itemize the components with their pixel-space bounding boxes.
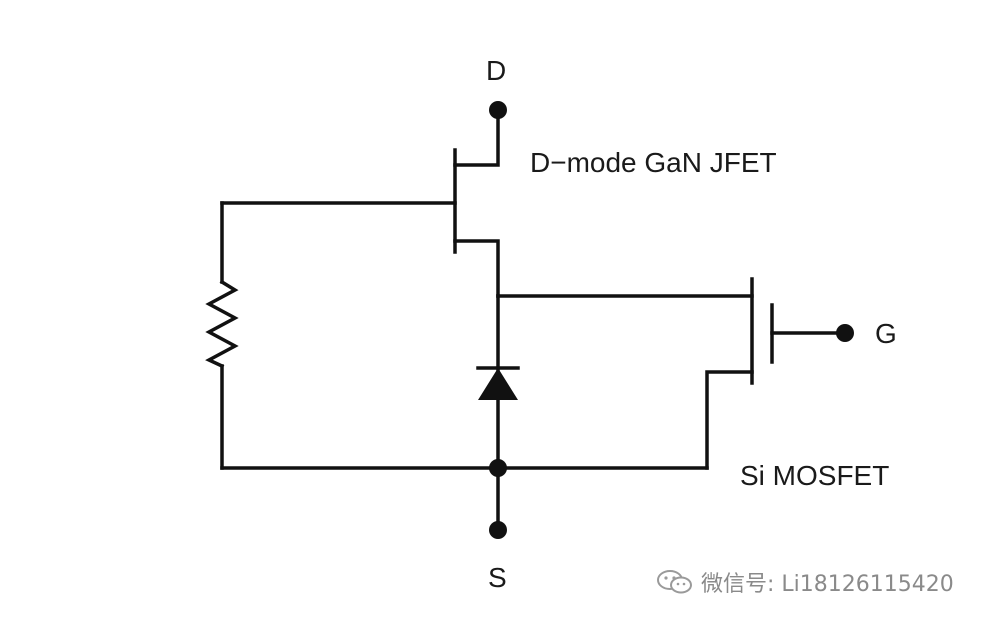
source-terminal <box>489 521 507 539</box>
gate-label: G <box>875 318 897 349</box>
mosfet-source-wire <box>705 370 754 470</box>
diode-symbol <box>478 368 518 400</box>
jfet-source-wire <box>453 239 500 298</box>
source-junction-node <box>489 459 507 477</box>
drain-terminal <box>489 101 507 119</box>
mosfet-label: Si MOSFET <box>740 460 890 491</box>
gate-terminal <box>836 324 854 342</box>
drain-label: D <box>486 55 507 86</box>
resistor-symbol <box>205 279 239 369</box>
source-label: S <box>488 562 507 593</box>
drain-wire <box>453 108 500 167</box>
jfet-label: D−mode GaN JFET <box>530 147 777 178</box>
wechat-icon <box>657 570 692 594</box>
watermark-text: 微信号: Li18126115420 <box>701 572 954 597</box>
watermark: 微信号: Li18126115420 <box>655 566 954 598</box>
